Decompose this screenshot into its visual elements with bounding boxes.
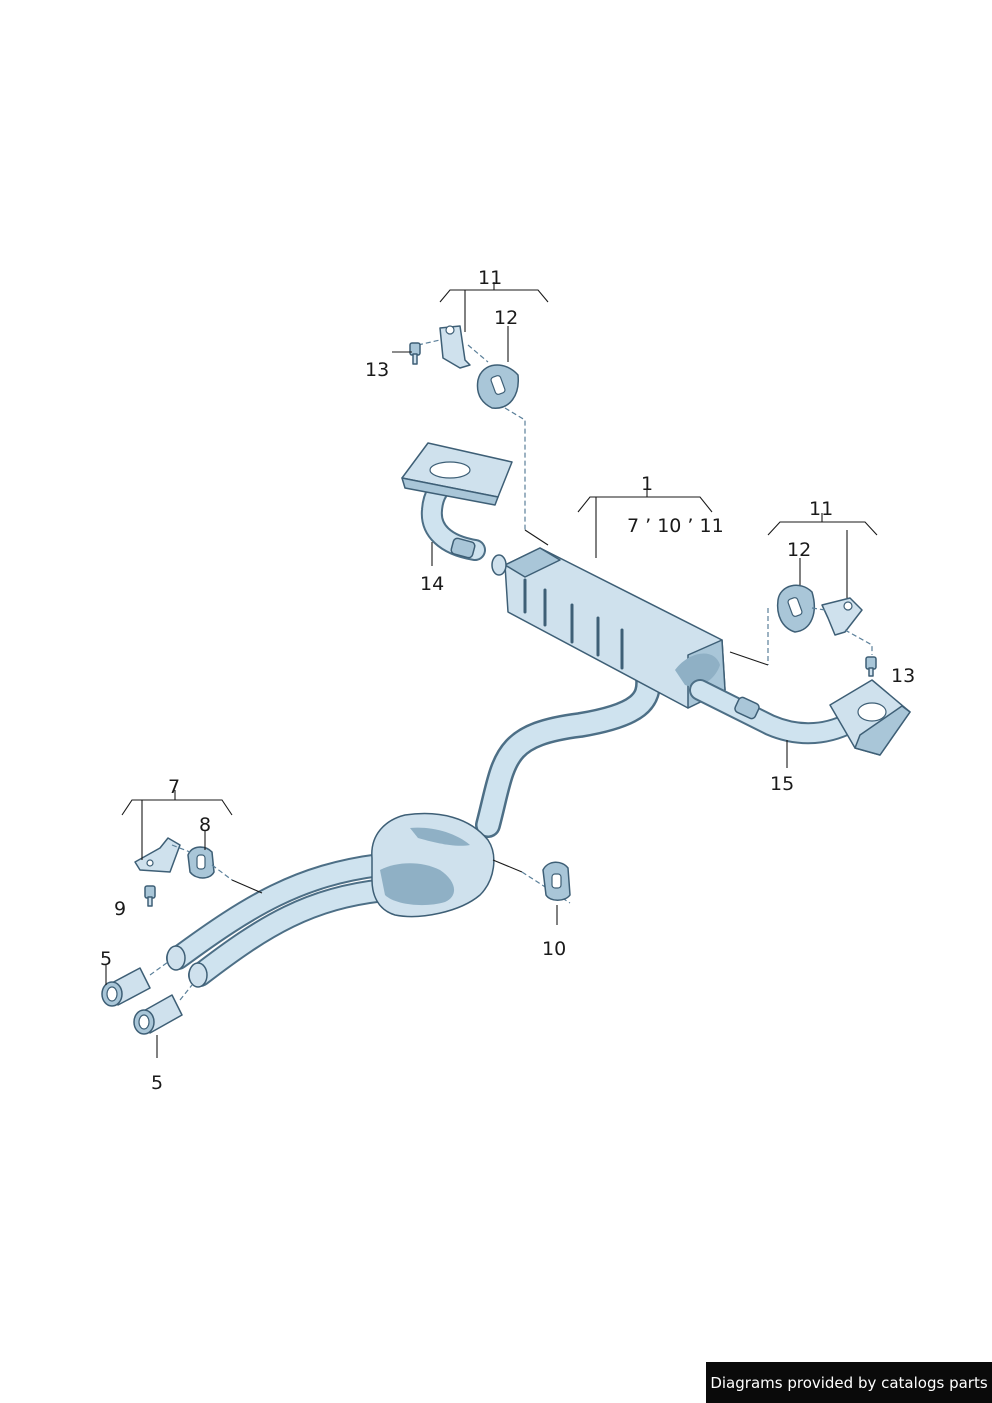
callout-11-right: 11 <box>809 498 833 520</box>
callout-12-right: 12 <box>787 539 811 561</box>
callout-5-upper: 5 <box>100 948 112 970</box>
callout-5-lower: 5 <box>151 1072 163 1094</box>
callout-1-subparts: 7 ’ 10 ’ 11 <box>627 515 724 537</box>
callout-13-left: 13 <box>365 359 389 381</box>
catalytic-converter <box>371 812 495 918</box>
callout-13-right: 13 <box>891 665 915 687</box>
credit-text: Diagrams provided by catalogs parts <box>710 1373 988 1392</box>
right-tailpipe <box>689 679 911 756</box>
connecting-pipe <box>475 665 662 838</box>
callout-10: 10 <box>542 938 566 960</box>
pipe-clamps <box>101 961 193 1035</box>
callout-1: 1 <box>641 473 653 495</box>
rear-left-hanger <box>409 325 549 546</box>
rear-right-hanger <box>729 584 877 677</box>
callout-15: 15 <box>770 773 794 795</box>
left-tailpipe <box>401 442 513 561</box>
rear-silencer <box>491 547 726 709</box>
callout-11-left: 11 <box>478 267 502 289</box>
callout-12-left: 12 <box>494 307 518 329</box>
front-pipes <box>166 853 397 988</box>
center-hanger <box>492 859 571 904</box>
callout-9: 9 <box>114 898 126 920</box>
front-hanger <box>134 837 263 907</box>
callout-8: 8 <box>199 814 211 836</box>
callout-7: 7 <box>168 776 180 798</box>
leader-lines <box>105 282 878 1058</box>
credit-banner: Diagrams provided by catalogs parts <box>706 1362 992 1403</box>
callout-14: 14 <box>420 573 444 595</box>
